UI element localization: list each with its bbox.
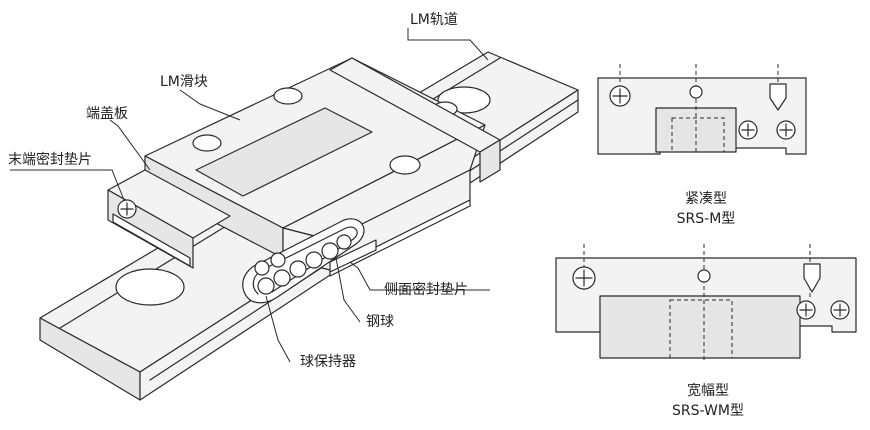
wide-type-name: 宽幅型 <box>687 383 729 399</box>
block-hole-3 <box>389 155 421 175</box>
wide-type-section <box>555 244 857 362</box>
compact-type-name: 紧凑型 <box>685 191 727 207</box>
rear-end-plate <box>329 57 501 183</box>
label-end-plate: 端盖板 <box>86 106 128 122</box>
compact-type-model: SRS-M型 <box>676 211 736 227</box>
label-ball-retainer: 球保持器 <box>300 354 356 370</box>
block-hole-1 <box>192 134 222 152</box>
label-lm-rail: LM轨道 <box>410 12 458 28</box>
block-hole-2 <box>273 87 303 105</box>
compact-type-section <box>597 64 807 155</box>
label-steel-ball: 钢球 <box>366 314 394 330</box>
label-end-seal: 末端密封垫片 <box>8 152 92 168</box>
label-lm-block: LM滑块 <box>160 74 208 90</box>
steel-balls <box>254 234 352 295</box>
end-plate <box>107 169 231 269</box>
rail-hole-front <box>115 268 185 306</box>
label-side-seal: 侧面密封垫片 <box>384 282 468 298</box>
callout-lines <box>10 28 490 363</box>
wide-type-model: SRS-WM型 <box>672 403 744 419</box>
side-seal <box>329 199 471 277</box>
